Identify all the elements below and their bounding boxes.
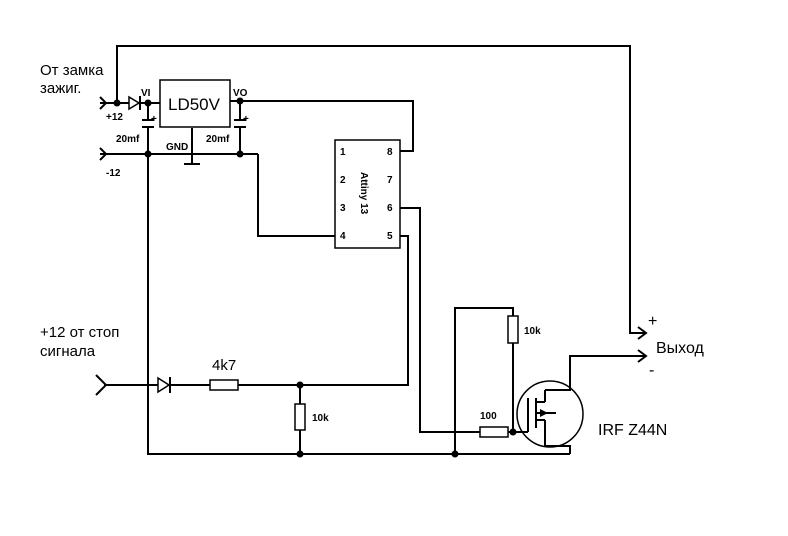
junction-dot bbox=[509, 428, 517, 436]
terminal-plus12 bbox=[99, 96, 108, 110]
regulator-label: LD50V bbox=[168, 95, 221, 114]
junction-dot bbox=[144, 99, 152, 107]
terminal-brake bbox=[95, 374, 108, 396]
pin-4: 4 bbox=[340, 231, 346, 242]
diode-power bbox=[128, 95, 141, 111]
ignition-label-line2: зажиг. bbox=[40, 80, 81, 97]
brake-label-line2: сигнала bbox=[40, 343, 96, 360]
ignition-label-line1: От замка bbox=[40, 62, 104, 79]
junction-dot bbox=[451, 450, 459, 458]
pin-8: 8 bbox=[387, 147, 393, 158]
r-4k7-label: 4k7 bbox=[212, 357, 236, 374]
capacitor-left bbox=[142, 119, 154, 128]
pin-6: 6 bbox=[387, 203, 393, 214]
diode-brake bbox=[157, 376, 171, 394]
pin-2: 2 bbox=[340, 175, 346, 186]
capacitor-right bbox=[234, 119, 246, 128]
brake-label-line1: +12 от стоп bbox=[40, 324, 119, 341]
cap-right-plus: + bbox=[243, 114, 249, 125]
out-minus-label: - bbox=[649, 362, 654, 379]
r-100-label: 100 bbox=[480, 411, 497, 422]
resistor-10k-bottom bbox=[294, 403, 306, 431]
junctions bbox=[113, 97, 517, 458]
out-plus-label: + bbox=[648, 313, 657, 330]
junction-dot bbox=[113, 99, 121, 107]
mcu-box bbox=[334, 139, 401, 249]
terminal-minus12 bbox=[99, 147, 108, 161]
junction-dot bbox=[236, 97, 244, 105]
vi-label: VI bbox=[141, 88, 151, 99]
out-label: Выход bbox=[656, 340, 705, 357]
minus12-label: -12 bbox=[106, 168, 121, 179]
mosfet-label: IRF Z44N bbox=[598, 422, 667, 439]
resistor-10k-gate bbox=[507, 315, 519, 344]
resistor-4k7 bbox=[209, 379, 239, 391]
cap-left-plus: + bbox=[151, 114, 157, 125]
r-10k-bottom-label: 10k bbox=[312, 413, 329, 424]
gnd-label: GND bbox=[166, 142, 188, 153]
plus12-label: +12 bbox=[106, 112, 123, 123]
pin-7: 7 bbox=[387, 175, 393, 186]
terminal-out-minus bbox=[637, 349, 648, 363]
junction-dot bbox=[296, 450, 304, 458]
pin-5: 5 bbox=[387, 231, 393, 242]
r-10k-gate-label: 10k bbox=[524, 326, 541, 337]
junction-dot bbox=[144, 150, 152, 158]
mosfet-symbol bbox=[516, 380, 584, 448]
junction-dot bbox=[296, 381, 304, 389]
cap-right-label: 20mf bbox=[206, 134, 230, 145]
cap-left-label: 20mf bbox=[116, 134, 140, 145]
resistor-100 bbox=[479, 426, 509, 438]
pin-3: 3 bbox=[340, 203, 346, 214]
pin-1: 1 bbox=[340, 147, 346, 158]
vo-label: VO bbox=[233, 88, 248, 99]
terminal-out-plus bbox=[637, 326, 648, 340]
mcu-label: Attiny 13 bbox=[358, 172, 369, 215]
junction-dot bbox=[236, 150, 244, 158]
regulator-box bbox=[159, 79, 231, 128]
